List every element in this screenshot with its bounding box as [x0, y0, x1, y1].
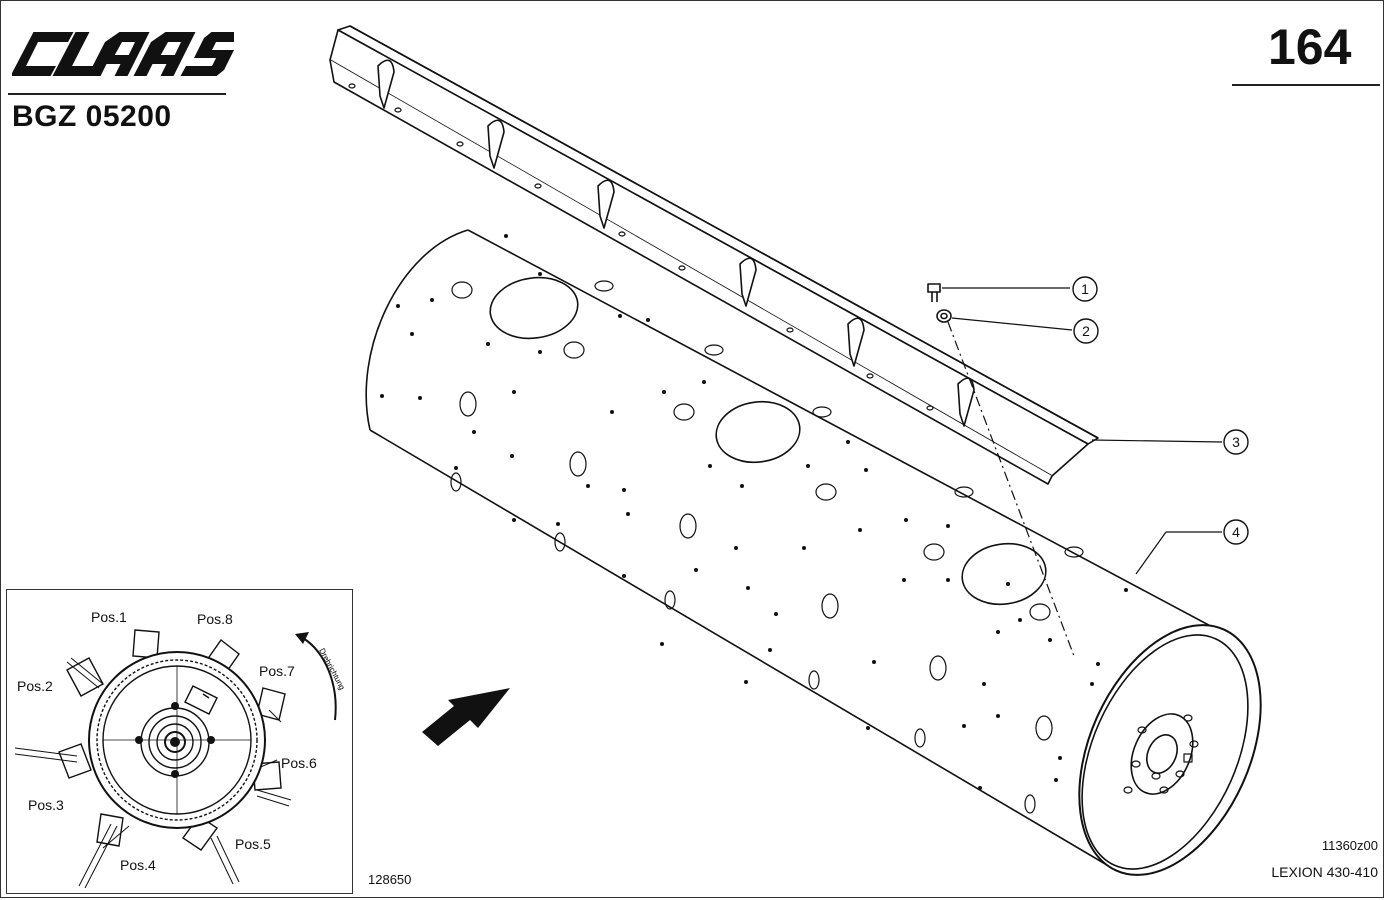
rasp-bar-strip — [329, 25, 1099, 485]
doc-code: BGZ 05200 — [12, 100, 172, 133]
callout-1-number: 1 — [1081, 281, 1089, 297]
view-direction-arrow-icon — [422, 688, 510, 746]
pos-label-3: Pos.3 — [28, 797, 64, 813]
washer — [936, 309, 952, 323]
pos-label-4: Pos.4 — [120, 857, 156, 873]
page-number: 164 — [1268, 19, 1352, 75]
rotation-direction-label: Drehrichtung — [317, 647, 346, 692]
rotation-direction-arrow-icon — [302, 637, 337, 721]
claas-logo — [12, 32, 234, 76]
pos-label-7: Pos.7 — [259, 663, 295, 679]
model-label: LEXION 430-410 — [1271, 864, 1378, 880]
drum-body — [365, 229, 1262, 876]
callout-3-number: 3 — [1232, 434, 1240, 450]
pos-label-8: Pos.8 — [197, 611, 233, 627]
screw — [927, 283, 941, 302]
logo-rule — [8, 93, 226, 95]
callout-2-number: 2 — [1082, 323, 1090, 339]
pos-label-1: Pos.1 — [91, 609, 127, 625]
page-number-rule — [1232, 84, 1380, 86]
callout-4-number: 4 — [1232, 524, 1240, 540]
inset-position-diagram: Drehrichtung Pos.1 Pos.8 Pos.7 Pos.2 Pos… — [6, 589, 353, 894]
drawing-number: 128650 — [368, 872, 412, 887]
pos-label-6: Pos.6 — [281, 755, 317, 771]
reference-code: 11360z00 — [1321, 838, 1378, 853]
inset-drawing: Drehrichtung — [14, 629, 347, 889]
pos-label-5: Pos.5 — [235, 836, 271, 852]
pos-label-2: Pos.2 — [17, 678, 53, 694]
